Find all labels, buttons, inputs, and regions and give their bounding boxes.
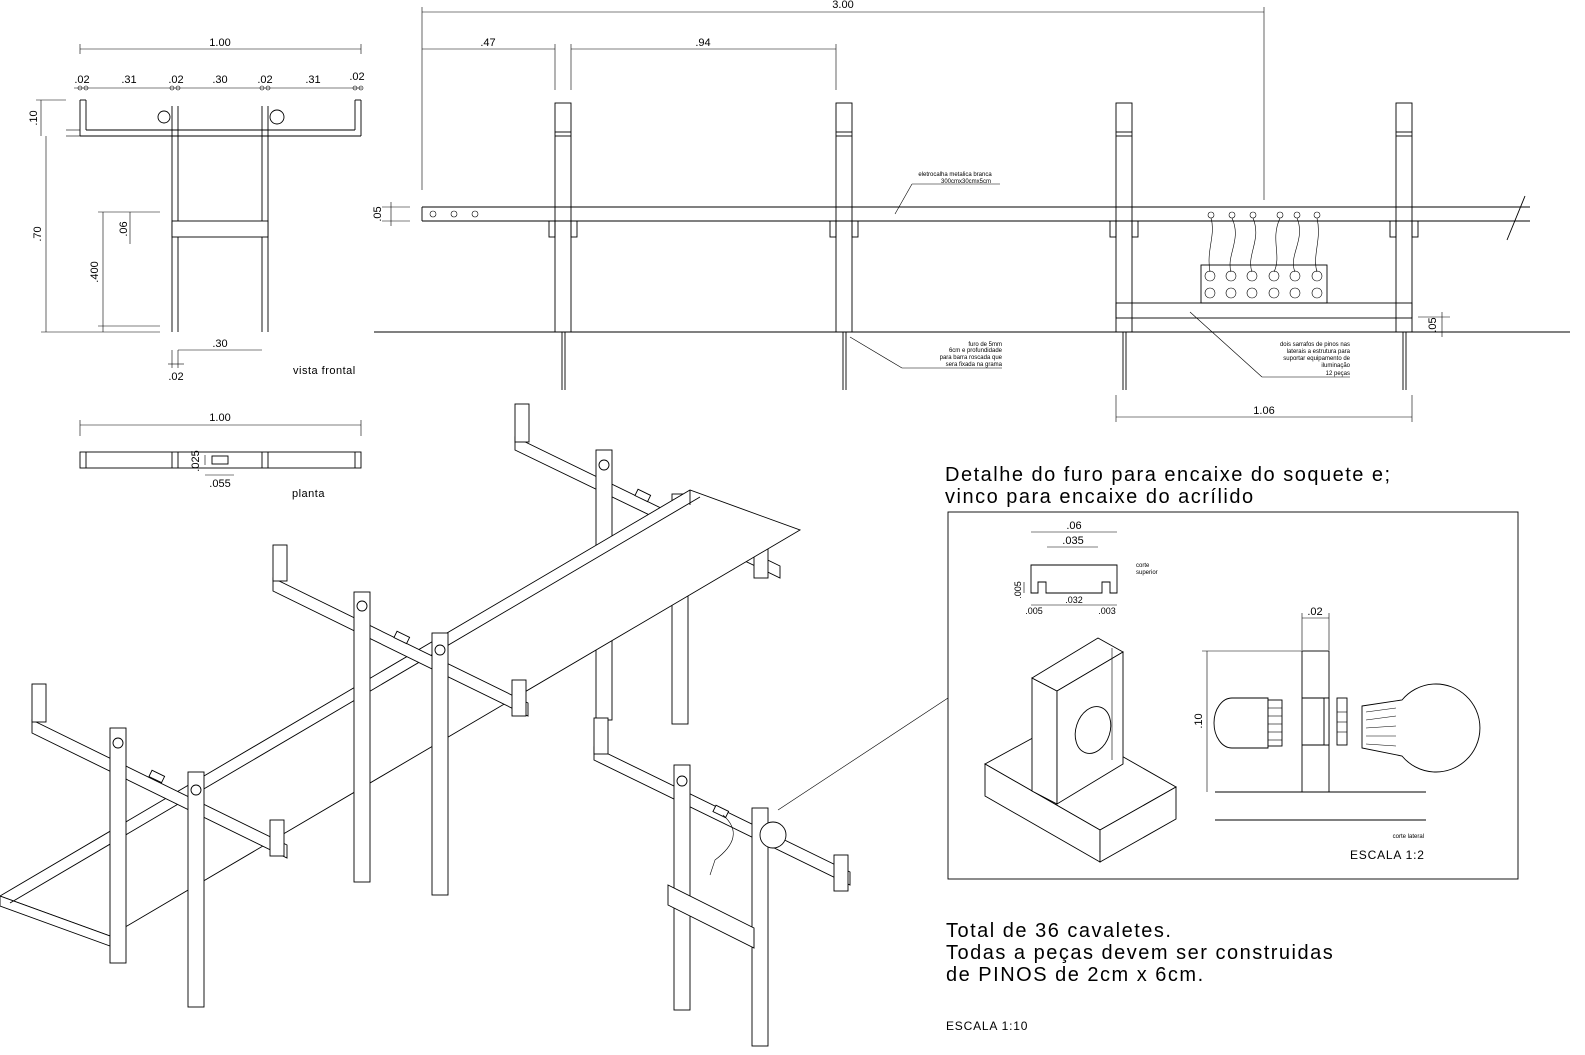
side-dim-second-span: .94 bbox=[695, 37, 710, 49]
front-dim-heights: .10 .70 .400 .06 bbox=[28, 99, 160, 333]
side-note-tray: eletrocalha metalica branca 300cmx30cmx5… bbox=[894, 172, 1000, 215]
detail-dim-groove-depth: .005 bbox=[1013, 581, 1023, 599]
detail-dim-groove-right: .003 bbox=[1098, 606, 1116, 616]
lamp-cable bbox=[709, 814, 734, 876]
main-scale: ESCALA 1:10 bbox=[946, 1019, 1028, 1033]
svg-text:furo de 5mm: furo de 5mm bbox=[968, 342, 1002, 348]
iso-frame-standalone bbox=[593, 717, 851, 1047]
note-line-1: Total de 36 cavaletes. bbox=[946, 920, 1172, 942]
socket-icon bbox=[1213, 697, 1269, 749]
detail-iso-block bbox=[984, 637, 1177, 863]
side-note-hole: furo de 5mm 6cm e profundidade para barr… bbox=[849, 336, 1003, 369]
note-line-3: de PINOS de 2cm x 6cm. bbox=[946, 964, 1205, 986]
front-dim-crossbar: .06 bbox=[118, 221, 130, 236]
detail-dim-groove-left: .005 bbox=[1025, 606, 1043, 616]
detail-side-section: .02 .10 bbox=[1193, 606, 1481, 840]
front-dim-inner-height: .400 bbox=[89, 261, 101, 282]
front-dim-bottom: .30 .02 bbox=[168, 338, 262, 383]
svg-text:iluminação: iluminação bbox=[1321, 363, 1350, 369]
detail-frame bbox=[947, 511, 1519, 880]
svg-text:para barra roscada que: para barra roscada que bbox=[940, 355, 1003, 361]
svg-text:12 peças: 12 peças bbox=[1326, 371, 1350, 377]
front-seg-3: .02 bbox=[168, 74, 183, 86]
detail-title-line2: vinco para encaixe do acrílido bbox=[945, 486, 1255, 508]
detail-top-section: .06 .035 corte superior .005 .005 .032 .… bbox=[1013, 520, 1158, 616]
iso-frame-middle bbox=[272, 544, 529, 896]
svg-text:300cmx30cmx5cm: 300cmx30cmx5cm bbox=[941, 179, 991, 185]
svg-text:corte: corte bbox=[1136, 563, 1150, 569]
front-view: 1.00 .02 .31 .02 .30 .02 .31 .02 bbox=[28, 37, 365, 383]
detail-dim-groove-mid: .032 bbox=[1065, 595, 1083, 605]
side-dim-shelf-height: .05 bbox=[1427, 317, 1439, 332]
svg-text:laterais a estrutura para: laterais a estrutura para bbox=[1287, 349, 1351, 355]
detail-dim-inner: .035 bbox=[1062, 535, 1083, 547]
detail-dim-side-height: .10 bbox=[1193, 713, 1205, 728]
general-notes: Total de 36 cavaletes. Todas a peças dev… bbox=[946, 920, 1334, 986]
detail-section: Detalhe do furo para encaixe do soquete … bbox=[945, 464, 1519, 880]
bulb-icon bbox=[157, 110, 171, 124]
svg-text:sera fixada na grama: sera fixada na grama bbox=[946, 362, 1003, 368]
svg-text:6cm e profundidade: 6cm e profundidade bbox=[949, 348, 1003, 354]
front-dim-leg-thickness: .02 bbox=[168, 371, 183, 383]
svg-text:eletrocalha metalica branca: eletrocalha metalica branca bbox=[918, 172, 992, 178]
detail-scale: ESCALA 1:2 bbox=[1350, 848, 1425, 862]
front-seg-1: .02 bbox=[74, 74, 89, 86]
side-view: 3.00 .47 .94 bbox=[372, 0, 1570, 422]
side-note-shelf: dois sarrafos de pinos nas laterais a es… bbox=[1189, 311, 1351, 378]
lamp-bulb-icon bbox=[759, 821, 787, 849]
front-seg-2: .31 bbox=[121, 74, 136, 86]
detail-title-line1: Detalhe do furo para encaixe do soquete … bbox=[945, 464, 1392, 486]
svg-text:dois sarrafos de pinos nas: dois sarrafos de pinos nas bbox=[1280, 342, 1350, 348]
front-view-title: vista frontal bbox=[293, 365, 356, 377]
svg-text:superior: superior bbox=[1136, 570, 1158, 576]
front-seg-6: .31 bbox=[305, 74, 320, 86]
plan-dim-hole-depth: .025 bbox=[190, 450, 202, 471]
front-seg-5: .02 bbox=[257, 74, 272, 86]
side-dim-first-span: .47 bbox=[480, 37, 495, 49]
note-line-2: Todas a peças devem ser construidas bbox=[946, 942, 1334, 964]
side-dims-top: 3.00 .47 .94 bbox=[421, 0, 1265, 200]
front-seg-4: .30 bbox=[212, 74, 227, 86]
front-dim-leg-spacing: .30 bbox=[212, 338, 227, 350]
plan-dim-hole-width: .055 bbox=[209, 478, 230, 490]
side-light-shelf: .05 bbox=[1115, 211, 1450, 337]
front-dim-width-label: 1.00 bbox=[209, 37, 230, 49]
front-dim-width: 1.00 bbox=[79, 37, 362, 54]
detail-dim-side-thickness: .02 bbox=[1307, 606, 1322, 618]
plan-dim-width: 1.00 bbox=[209, 412, 230, 424]
detail-dim-width: .06 bbox=[1066, 520, 1081, 532]
front-dim-height: .70 bbox=[32, 226, 44, 241]
side-dim-total: 3.00 bbox=[832, 0, 853, 11]
plan-view: 1.00 .025 .055 planta bbox=[79, 412, 362, 500]
detail-side-label: corte lateral bbox=[1393, 834, 1424, 840]
front-dim-top-height: .10 bbox=[28, 110, 40, 125]
isometric-view bbox=[0, 403, 949, 1047]
bulb-icon bbox=[1361, 683, 1481, 773]
plan-view-title: planta bbox=[292, 488, 325, 500]
svg-text:suportar equipamento de: suportar equipamento de bbox=[1283, 356, 1350, 362]
front-frame bbox=[66, 99, 362, 332]
front-dim-segments: .02 .31 .02 .30 .02 .31 .02 bbox=[74, 71, 365, 91]
bulb-icon bbox=[269, 109, 285, 125]
side-dim-base: 1.06 bbox=[1115, 395, 1413, 422]
front-seg-7: .02 bbox=[349, 71, 364, 83]
detail-leader bbox=[777, 697, 949, 811]
iso-frame-front bbox=[31, 683, 288, 1008]
side-dim-tray-height: .05 bbox=[372, 206, 384, 221]
side-dim-base-span: 1.06 bbox=[1253, 405, 1274, 417]
side-tray: .05 bbox=[372, 195, 1530, 241]
